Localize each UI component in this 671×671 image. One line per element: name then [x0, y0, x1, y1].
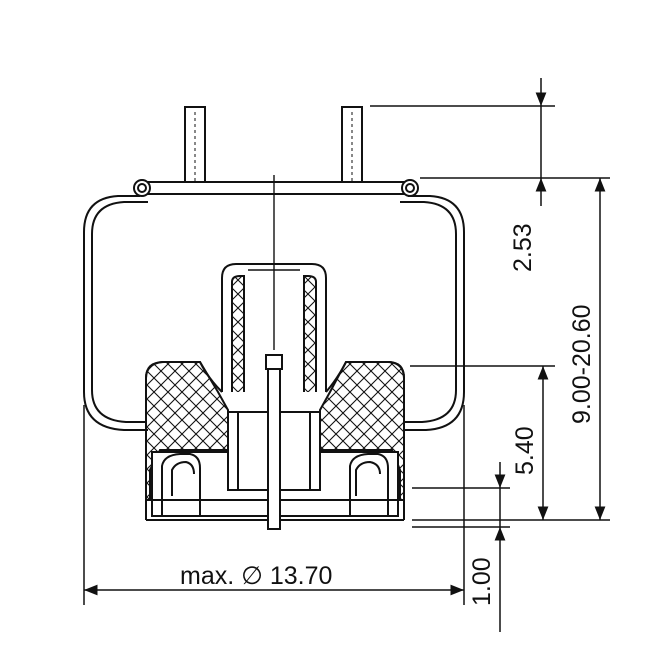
- height-range-label: 9.00-20.60: [568, 304, 596, 424]
- bottom-offset-label: 1.00: [468, 557, 496, 606]
- bumper-stop: [221, 175, 327, 530]
- top-offset-label: 2.53: [509, 223, 537, 272]
- piston-height-label: 5.40: [511, 426, 539, 475]
- dimension-lines: [83, 78, 610, 632]
- top-bead-plate: [133, 179, 419, 197]
- rubber-bellow: [83, 195, 465, 431]
- mounting-studs: [184, 106, 363, 190]
- diameter-label: max. ∅ 13.70: [180, 562, 332, 590]
